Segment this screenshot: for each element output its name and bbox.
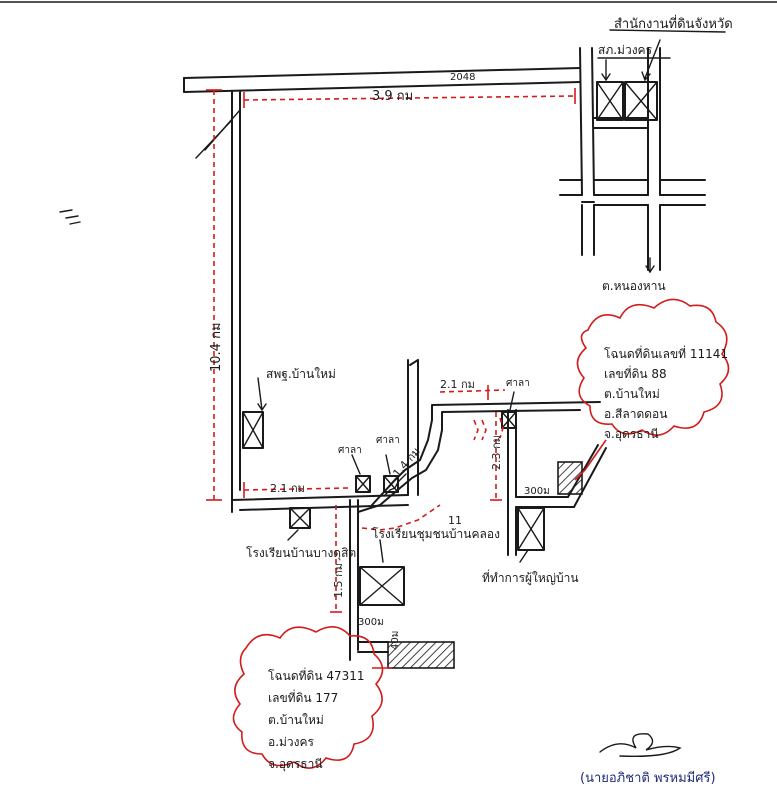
label-mark-11: 11 (448, 514, 462, 527)
label-sala-1: ศาลา (338, 445, 362, 456)
callout-right-line3: ต.บ้านใหม่ (604, 387, 660, 401)
stray-marks (59, 209, 81, 225)
office-building (624, 81, 658, 121)
callout-left-line1: โฉนดที่ดิน 47311 (268, 667, 365, 683)
right-office-building (517, 507, 545, 563)
dimension-top (243, 88, 576, 108)
road-bend-detail (384, 473, 407, 496)
callout-left-line3: ต.บ้านใหม่ (268, 713, 324, 727)
label-sala-2: ศาลา (376, 435, 400, 446)
label-dist-right-offset: 300ม (524, 486, 550, 497)
signature-scribble (599, 733, 682, 758)
left-road (195, 91, 241, 501)
center-road (349, 359, 601, 661)
callout-left-text: โฉนดที่ดิน 47311 เลขที่ดิน 177 ต.บ้านใหม… (268, 667, 365, 772)
left-school-building (242, 377, 267, 449)
label-sala-3: ศาลา (506, 378, 530, 389)
dimension-lower (330, 505, 342, 613)
signature-name: (นายอภิชาติ พรหมมีศรี) (580, 770, 716, 786)
label-top-right-hospital: สภ.ม่วงคร (598, 43, 653, 57)
top-road (183, 67, 581, 93)
callout-right-line1: โฉนดที่ดินเลขที่ 11141 (604, 345, 728, 361)
label-dist-right-vertical: 2.3 กม (490, 435, 503, 470)
label-left-school: สพฐ.บ้านใหม่ (266, 367, 336, 381)
label-dist-middle: 2.1 กม (270, 482, 305, 495)
cloud-left (232, 626, 384, 769)
label-dist-lower: 1.5 กม (332, 563, 345, 598)
cloud-right-pointer (574, 439, 607, 481)
cloud-right (576, 298, 730, 436)
dimension-right-top (439, 385, 506, 400)
arrow-office (641, 39, 661, 82)
label-temple: โรงเรียนบ้านบางดุสิต (246, 546, 356, 561)
sala-building-3 (501, 391, 517, 429)
label-center-school: โรงเรียนชุมชนบ้านคลอง (372, 527, 500, 542)
label-top-right-office: สำนักงานที่ดินจังหวัด (614, 15, 733, 32)
callout-left-line4: อ.ม่วงคร (268, 735, 315, 749)
dimension-middle (243, 482, 349, 498)
label-right-office: ที่ทำการผู้ใหญ่บ้าน (482, 569, 579, 586)
dimension-right-vertical (490, 412, 502, 501)
callout-left-line2: เลขที่ดิน 177 (268, 689, 338, 705)
label-district: ต.หนองหาน (602, 279, 666, 293)
label-dist-lower-side: 40ม (390, 631, 401, 650)
dimension-left (206, 89, 222, 501)
hospital-building (596, 81, 624, 121)
label-dist-top: 3.9 กม (372, 89, 413, 104)
label-dist-right-top: 2.1 กม (440, 378, 475, 391)
parcel-right (557, 461, 583, 495)
road-squiggle (473, 417, 504, 441)
center-school-building (359, 539, 405, 606)
callout-left-line5: จ.อุดรธานี (268, 757, 323, 772)
arrow-hospital (601, 59, 611, 82)
underline-office (609, 29, 726, 33)
callout-right-line4: อ.สีลาดดอน (604, 407, 667, 421)
parcel-left (387, 641, 455, 669)
dimension-diagonal-arc (361, 504, 441, 531)
callout-right-line2: เลขที่ดิน 88 (604, 365, 667, 381)
label-dist-lower-offset: 300ม (358, 617, 384, 628)
label-dist-left: 10.4 กม (209, 322, 224, 372)
temple-building (287, 507, 311, 541)
label-road-code: 2048 (450, 72, 475, 83)
sala-building-1 (351, 454, 371, 493)
callout-right-line5: จ.อุดรธานี (604, 427, 659, 442)
callout-right-text: โฉนดที่ดินเลขที่ 11141 เลขที่ดิน 88 ต.บ้… (604, 345, 728, 442)
right-lower-road (507, 409, 607, 556)
sala-building-2 (383, 454, 399, 493)
right-road (559, 47, 706, 274)
